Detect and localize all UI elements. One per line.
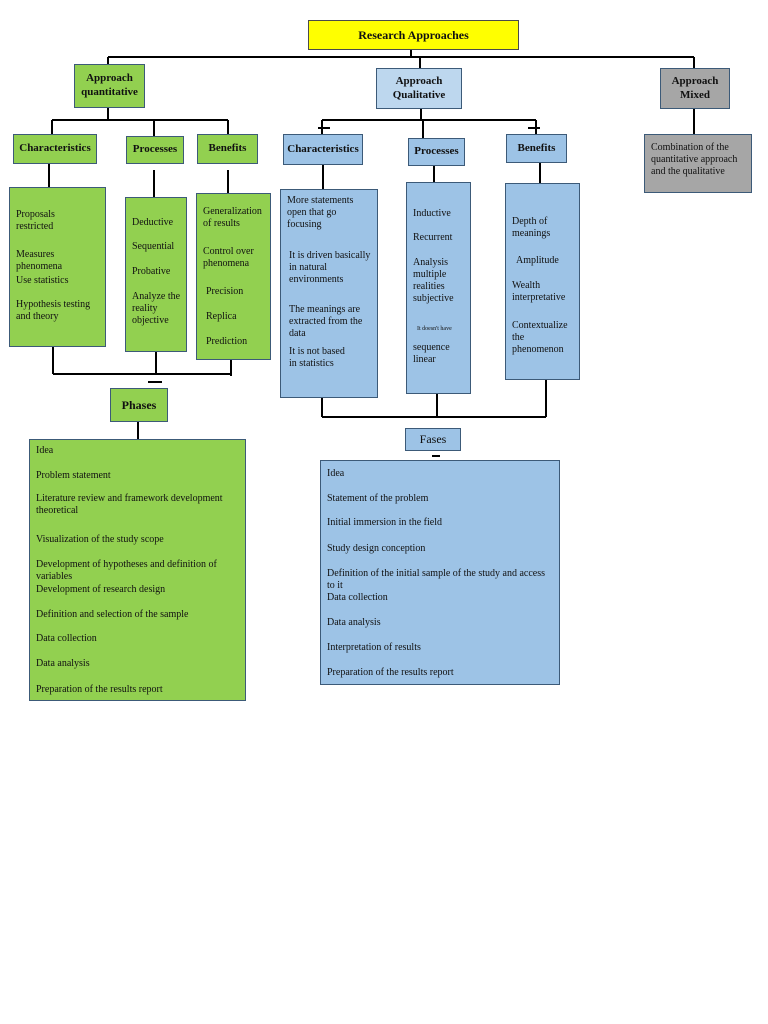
quantitative-header: Approach quantitative [81,72,138,98]
list-item: Literature review and framework developm… [36,493,223,516]
qual-characteristics-label: Characteristics [287,142,359,155]
quant-benefits-list: Generalization of results Control over p… [196,193,271,360]
list-item: More statements open that go focusing [287,195,354,230]
qual-benefits-label: Benefits [517,141,556,154]
mixed-description: Combination of the quantitative approach… [651,142,738,177]
qualitative-header: Approach Qualitative [392,74,446,101]
quant-processes-list: Deductive Sequential Probative Analyze t… [125,197,187,352]
qualitative-header-box: Approach Qualitative [376,68,462,109]
diagram-title: Research Approaches [358,27,469,42]
list-item: Deductive [132,217,174,228]
list-item: Development of hypotheses and definition… [36,559,217,582]
list-item: Sequential [132,241,175,252]
quant-characteristics-header: Characteristics [13,134,97,164]
list-item: sequence linear [413,342,450,365]
list-item: It doesn't have [417,326,452,332]
qual-processes-list: Inductive Recurrent Analysis multiple re… [406,182,471,394]
list-item: Data collection [36,633,97,644]
list-item: Development of research design [36,584,166,595]
list-item: Use statistics [16,275,69,286]
mixed-header: Approach Mixed [671,74,719,101]
list-item: Precision [206,286,244,297]
list-item: Preparation of the results report [327,667,454,678]
qual-benefits-list: Depth of meanings Amplitude Wealth inter… [505,183,580,380]
qual-processes-label: Processes [414,145,459,158]
list-item: It is driven basically in natural enviro… [289,250,371,285]
list-item: Measures phenomena [16,249,63,272]
list-item: Contextualize the phenomenon [512,320,568,355]
quant-benefits-label: Benefits [208,142,247,155]
list-item: Generalization of results [203,206,262,229]
list-item: Analysis multiple realities subjective [413,257,454,304]
qual-phases-header: Fases [405,428,461,451]
mixed-header-box: Approach Mixed [660,68,730,109]
list-item: Inductive [413,208,451,219]
quant-phases-header: Phases [110,388,168,422]
qual-benefits-header: Benefits [506,134,567,163]
list-item: Statement of the problem [327,493,429,504]
quant-processes-header: Processes [126,136,184,164]
list-item: Amplitude [516,255,559,266]
quant-benefits-header: Benefits [197,134,258,164]
list-item: Prediction [206,336,248,347]
list-item: Study design conception [327,543,426,554]
title-box: Research Approaches [308,20,519,50]
list-item: Problem statement [36,470,111,481]
list-item: Proposals restricted [16,209,55,232]
list-item: Data analysis [36,658,90,669]
quant-phases-list: Idea Problem statement Literature review… [29,439,246,701]
list-item: Probative [132,266,171,277]
list-item: Data analysis [327,617,381,628]
qual-phases-label: Fases [419,432,447,446]
quant-characteristics-list: Proposals restricted Measures phenomena … [9,187,106,347]
list-item: Initial immersion in the field [327,517,442,528]
list-item: Recurrent [413,232,453,243]
quant-characteristics-label: Characteristics [19,142,91,155]
quant-phases-label: Phases [121,397,157,412]
list-item: Visualization of the study scope [36,534,164,545]
list-item: Wealth interpretative [512,280,566,303]
qual-processes-header: Processes [408,138,465,166]
list-item: Control over phenomena [203,246,254,269]
list-item: It is not based in statistics [289,346,345,369]
list-item: Replica [206,311,237,322]
list-item: Analyze the reality objective [132,291,181,326]
quant-processes-label: Processes [132,143,178,156]
qual-characteristics-header: Characteristics [283,134,363,165]
list-item: The meanings are extracted from the data [289,304,363,339]
list-item: Idea [327,468,345,479]
quantitative-header-box: Approach quantitative [74,64,145,108]
mixed-description-box: Combination of the quantitative approach… [644,134,752,193]
list-item: Idea [36,445,54,456]
list-item: Preparation of the results report [36,684,163,695]
list-item: Definition and selection of the sample [36,609,189,620]
list-item: Interpretation of results [327,642,421,653]
list-item: Depth of meanings [512,216,551,239]
list-item: Definition of the initial sample of the … [327,568,545,591]
list-item: Hypothesis testing and theory [16,299,91,322]
qual-phases-list: Idea Statement of the problem Initial im… [320,460,560,685]
list-item: Data collection [327,592,388,603]
qual-characteristics-list: More statements open that go focusing It… [280,189,378,398]
